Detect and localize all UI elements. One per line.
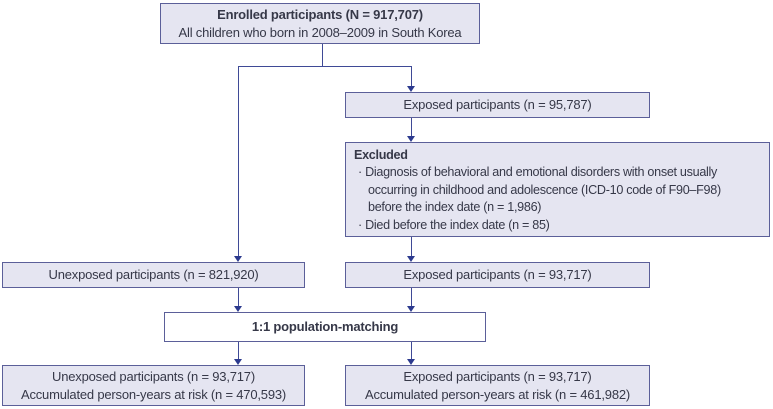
arrow-down-icon <box>234 256 242 262</box>
exposed-matched-label: Exposed participants (n = 93,717) <box>403 267 592 282</box>
arrow-down-icon <box>234 359 242 365</box>
box-final-exposed: Exposed participants (n = 93,717) Accumu… <box>345 365 650 406</box>
excluded-title: Excluded <box>354 148 408 162</box>
final-unexposed-line1: Unexposed participants (n = 93,717) <box>52 368 255 384</box>
connector-right-4 <box>411 288 412 306</box>
connector-right-3 <box>411 237 412 256</box>
final-exposed-line2: Accumulated person-years at risk (n = 46… <box>364 386 631 402</box>
final-unexposed-line2: Accumulated person-years at risk (n = 47… <box>20 386 287 402</box>
excluded-reason-1-cont: occurring in childhood and adolescence (… <box>368 182 721 197</box>
box-excluded: Excluded · Diagnosis of behavioral and e… <box>345 142 770 237</box>
connector-left-3 <box>238 342 239 359</box>
connector-left-2 <box>238 288 239 306</box>
enrolled-subtitle: All children who born in 2008–2009 in So… <box>178 24 462 40</box>
box-exposed-initial: Exposed participants (n = 95,787) <box>345 92 650 118</box>
connector-right-1 <box>411 66 412 86</box>
excluded-reason-1-cont2: before the index date (n = 1,986) <box>368 200 542 215</box>
arrow-down-icon <box>234 306 242 312</box>
arrow-down-icon <box>407 359 415 365</box>
box-unexposed: Unexposed participants (n = 821,920) <box>2 262 305 288</box>
box-exposed-matched: Exposed participants (n = 93,717) <box>345 262 650 288</box>
excluded-reason-1: · Diagnosis of behavioral and emotional … <box>358 165 718 180</box>
connector-right-5 <box>411 342 412 359</box>
unexposed-label: Unexposed participants (n = 821,920) <box>48 267 259 282</box>
final-exposed-line1: Exposed participants (n = 93,717) <box>403 368 592 384</box>
connector-branch-bar <box>238 66 412 67</box>
box-matching: 1:1 population-matching <box>164 312 486 342</box>
excluded-reason-2: · Died before the index date (n = 85) <box>358 217 550 232</box>
exposed-initial-label: Exposed participants (n = 95,787) <box>403 97 592 112</box>
arrow-down-icon <box>407 256 415 262</box>
arrow-down-icon <box>407 136 415 142</box>
arrow-down-icon <box>407 306 415 312</box>
connector-right-2 <box>411 118 412 136</box>
box-enrolled: Enrolled participants (N = 917,707) All … <box>160 3 480 44</box>
connector-left-rail <box>238 66 239 256</box>
enrolled-title: Enrolled participants (N = 917,707) <box>217 6 423 22</box>
connector-top-stem <box>322 44 323 67</box>
arrow-down-icon <box>407 86 415 92</box>
matching-label: 1:1 population-matching <box>251 319 399 334</box>
box-final-unexposed: Unexposed participants (n = 93,717) Accu… <box>2 365 305 406</box>
